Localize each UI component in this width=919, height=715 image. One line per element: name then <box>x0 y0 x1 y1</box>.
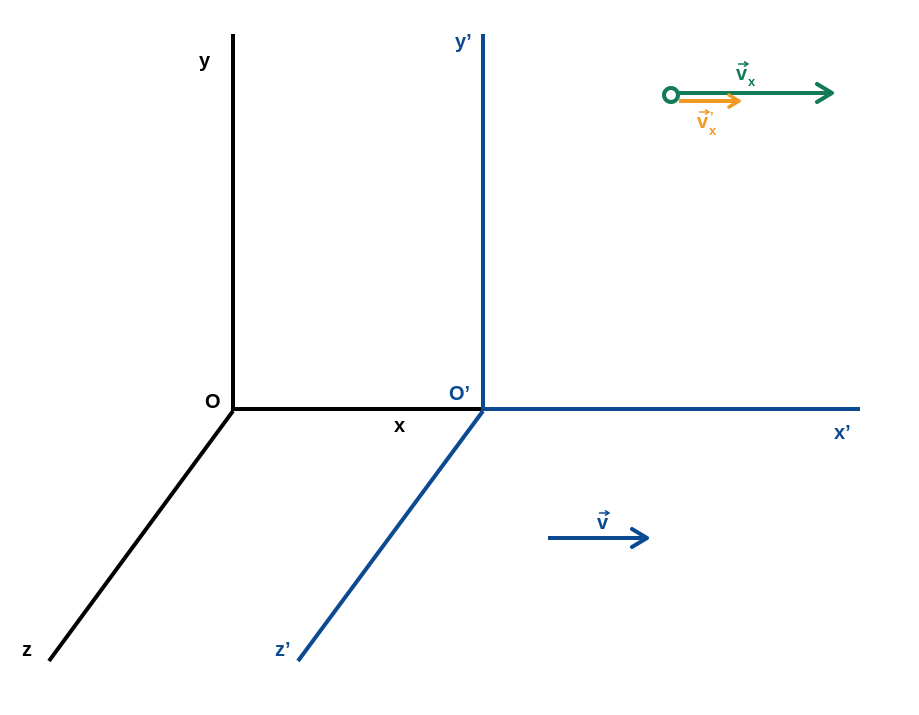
frame-s-prime: y’ x’ z’ O’ <box>275 31 860 663</box>
vx-label: v x <box>736 60 756 89</box>
vx-prime-vector-arrow-accent-head <box>704 108 711 116</box>
vx-prime-letter: v <box>697 111 709 133</box>
vx-letter: v <box>736 63 748 85</box>
particle-velocities: v x v ’ x <box>662 60 834 138</box>
s-prime-z-label: z’ <box>275 639 291 661</box>
s-prime-origin-label: O’ <box>449 383 470 405</box>
vx-subscript: x <box>748 74 756 89</box>
s-prime-z-axis <box>296 409 485 663</box>
s-x-label: x <box>394 415 405 437</box>
frame-velocity-arrowhead <box>630 527 649 549</box>
s-z-label: z <box>22 639 32 661</box>
s-origin-label: O <box>205 391 221 413</box>
vx-prime-label: v ’ x <box>697 108 717 138</box>
frame-s: y x z O <box>22 34 484 663</box>
frame-velocity-letter: v <box>597 512 609 534</box>
frame-velocity: v <box>548 509 649 549</box>
frame-velocity-vector-accent-head <box>604 509 611 517</box>
vx-arrowhead <box>815 82 834 104</box>
vx-prime-arrowhead <box>727 93 741 109</box>
s-y-label: y <box>199 50 211 72</box>
s-z-axis <box>47 409 235 663</box>
s-prime-x-label: x’ <box>834 422 851 444</box>
vx-prime-subscript: x <box>709 123 717 138</box>
vx-vector-arrow-accent-head <box>743 60 750 68</box>
vx-prime-mark: ’ <box>710 109 714 124</box>
particle-dot <box>662 86 680 104</box>
s-prime-y-label: y’ <box>455 31 472 53</box>
